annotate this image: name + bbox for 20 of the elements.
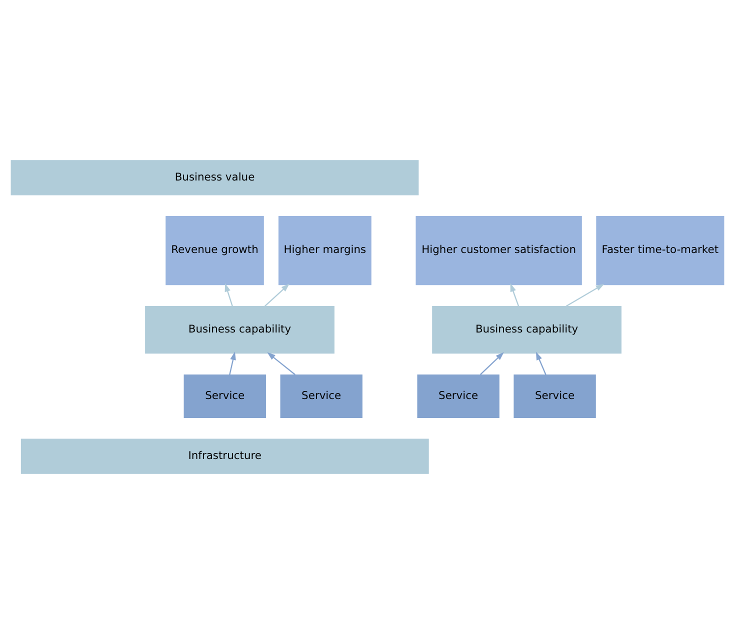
arrow	[264, 284, 290, 307]
node-box: Service	[417, 374, 500, 418]
node-box: Faster time-to-market	[596, 216, 724, 286]
arrow	[510, 283, 520, 306]
node-box: Business value	[10, 160, 419, 196]
arrow	[229, 352, 236, 375]
arrow	[267, 352, 296, 376]
arrow	[536, 352, 546, 375]
node-box: Business capability	[145, 306, 334, 354]
node-box: Service	[280, 374, 362, 418]
node-box: Revenue growth	[166, 216, 264, 286]
node-box: Infrastructure	[20, 438, 429, 474]
node-box: Business capability	[432, 306, 622, 354]
node-box: Higher customer satisfaction	[416, 216, 582, 286]
arrow	[480, 352, 504, 376]
node-box: Service	[514, 374, 596, 418]
arrow	[224, 283, 233, 306]
node-box: Service	[184, 374, 266, 418]
node-box: Higher margins	[278, 216, 372, 286]
arrow	[566, 284, 604, 307]
